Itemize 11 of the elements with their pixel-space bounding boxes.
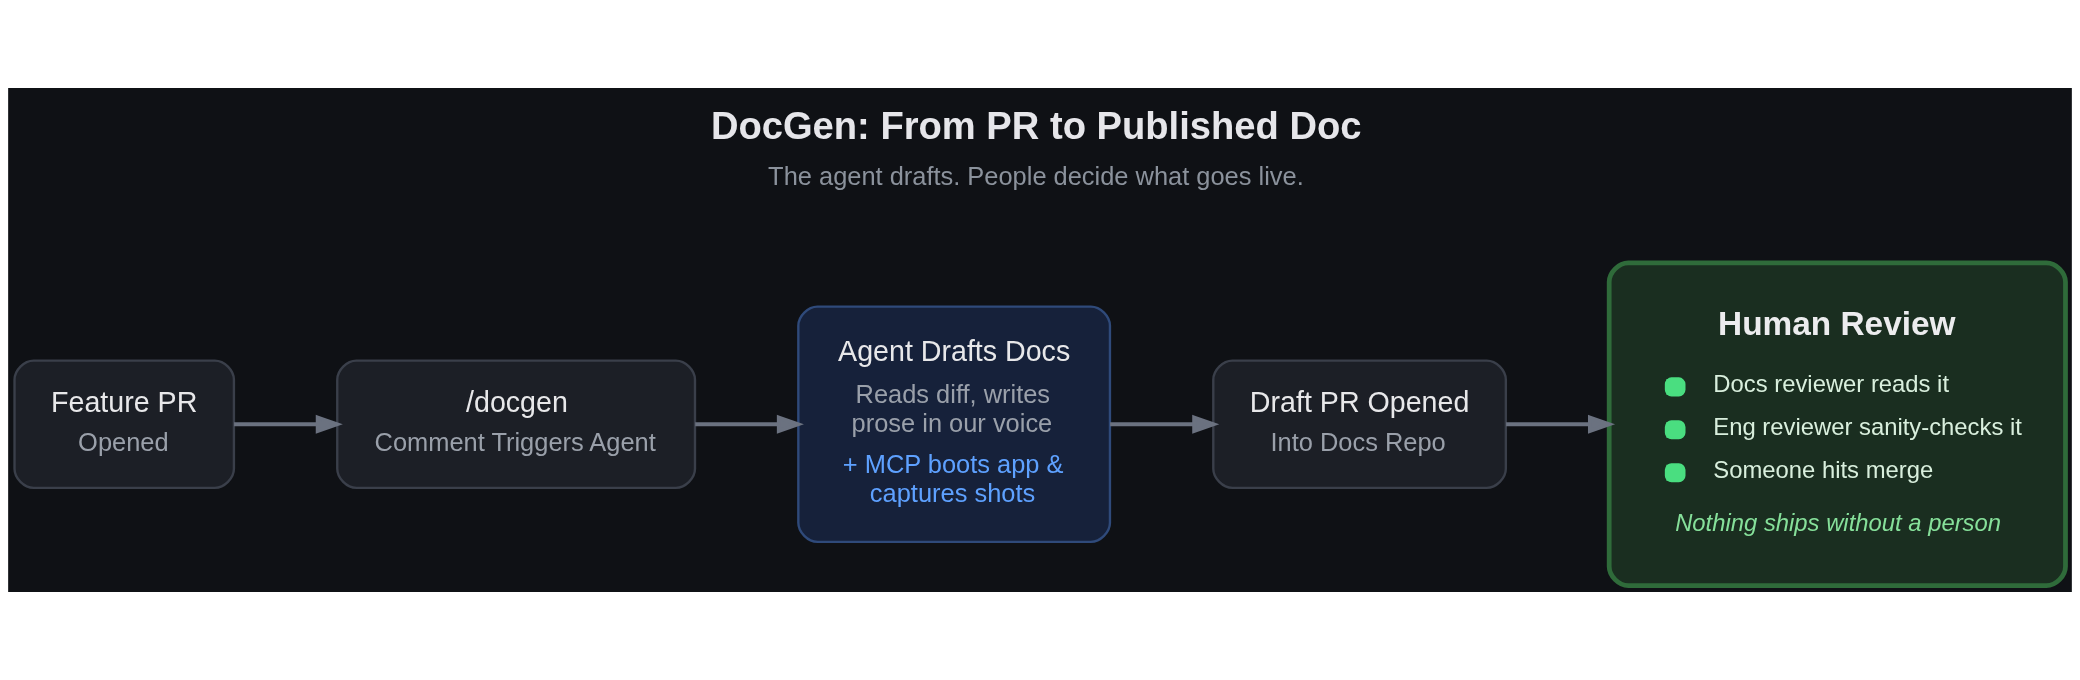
node-box: Draft PR Opened Into Docs Repo — [1212, 359, 1508, 490]
node-box: Agent Drafts Docs Reads diff, writes prose in our voice + MCP boots app & captures shots — [797, 305, 1112, 544]
diagram-title: DocGen: From PR to Published Doc — [710, 104, 1362, 148]
arrow — [1110, 414, 1220, 434]
arrow — [1506, 414, 1616, 434]
arrow — [234, 414, 343, 434]
arrow — [695, 414, 804, 434]
node-box: Human Review Docs reviewer reads it Eng reviewer sanity-checks it Someone hits merge Nothing ships without a person — [1606, 260, 2068, 589]
node-box: /docgen Comment Triggers Agent — [336, 359, 697, 490]
node-box: Feature PR Opened — [13, 359, 236, 490]
caption: The agent drafts. People decide what goes live. — [768, 161, 1304, 190]
